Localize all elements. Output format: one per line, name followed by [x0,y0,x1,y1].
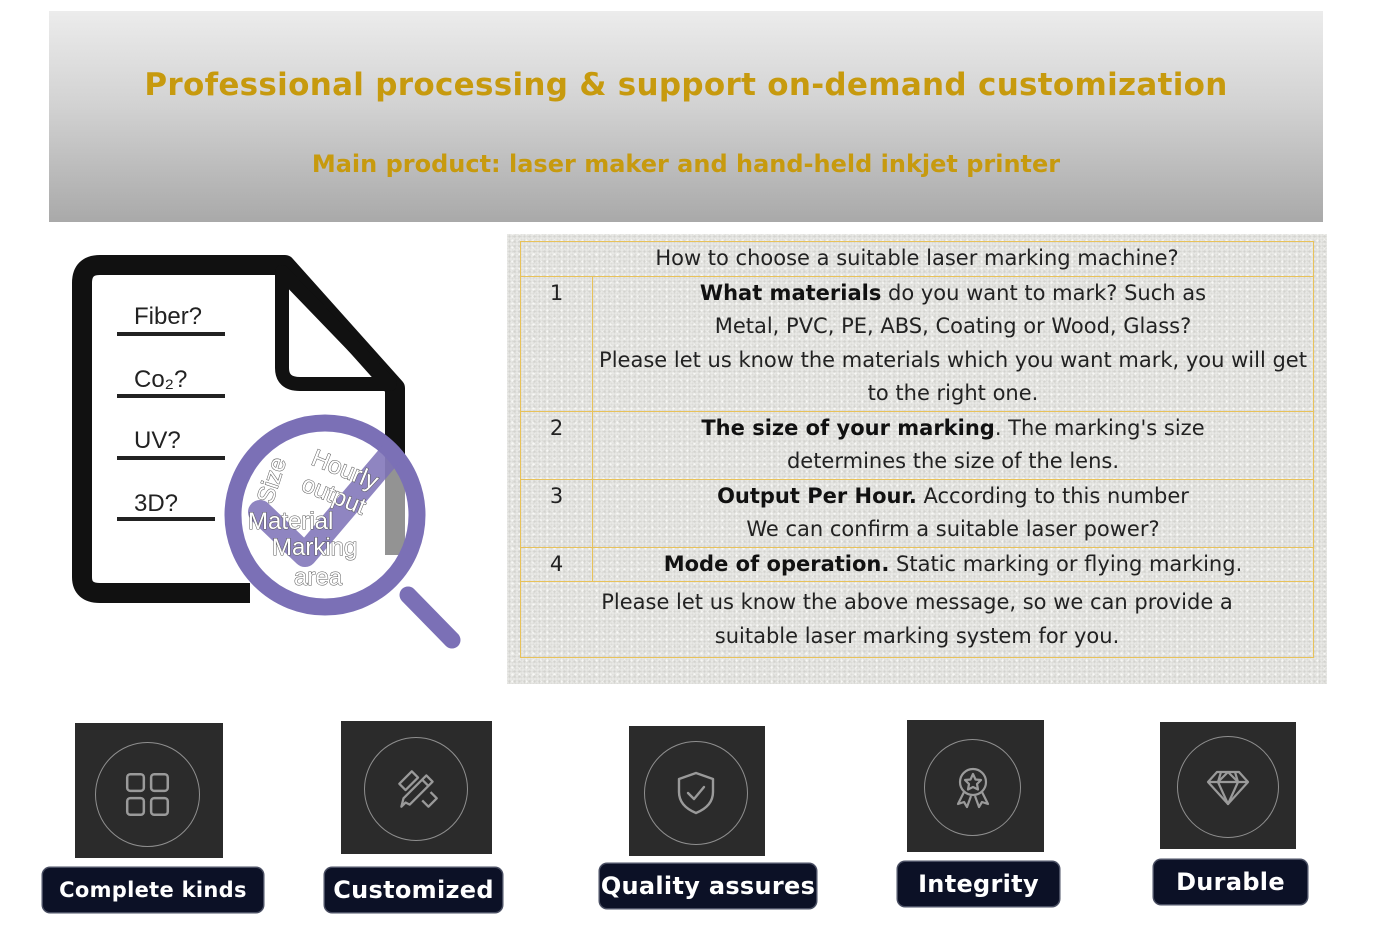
feature-tile-integrity [907,720,1044,852]
row-key: Mode of operation. [663,551,890,576]
table-row: How to choose a suitable laser marking m… [520,241,1314,277]
selection-guide-table: How to choose a suitable laser marking m… [520,241,1314,658]
row-text: Mode of operation. Static marking or fly… [592,546,1314,582]
feature-label-durable: Durable [1154,860,1307,904]
feature-tile-durable [1160,722,1296,849]
feature-tile-customized [341,721,492,854]
pencil-ruler-icon [398,770,438,808]
lens-word-area: area [294,564,343,591]
row-text: What materials do you want to mark? Such… [592,275,1314,412]
grid-icon [125,772,170,817]
selection-guide-panel: How to choose a suitable laser marking m… [507,234,1327,684]
diamond-icon [1206,770,1250,806]
checklist-item-fiber: Fiber? [134,303,202,330]
checklist-item-co2: Co₂? [134,366,187,393]
feature-tile-quality-assures [629,726,765,856]
table-row: 4 Mode of operation. Static marking or f… [520,546,1314,582]
checklist-item-3d: 3D? [134,490,178,517]
feature-label-quality-assures: Quality assures [600,864,816,908]
magnifier-icon [224,414,461,649]
row-key: Output Per Hour. [717,483,917,508]
table-row: 3 Output Per Hour. According to this num… [520,478,1314,548]
row-number: 2 [520,410,593,480]
table-row: 1 What materials do you want to mark? Su… [520,275,1314,412]
row-text: The size of your marking. The marking's … [592,410,1314,480]
table-footer: Please let us know the above message, so… [520,581,1314,658]
banner-title: Professional processing & support on-dem… [144,67,1228,103]
lens-word-material: Material [248,508,333,535]
row-number: 1 [520,275,593,412]
checkmark-icon [248,443,402,567]
document-checklist-illustration: Fiber? Co₂? UV? 3D? Hourly output Size M… [72,255,461,649]
feature-label-integrity: Integrity [898,862,1059,906]
header-banner: Professional processing & support on-dem… [49,11,1323,222]
row-number: 4 [520,546,593,582]
checklist-item-uv: UV? [134,427,181,454]
feature-label-customized: Customized [325,868,502,912]
row-number: 3 [520,478,593,548]
table-row: 2 The size of your marking. The marking'… [520,410,1314,480]
award-badge-icon [956,767,990,809]
row-key: What materials [699,280,882,305]
row-text: Output Per Hour. According to this numbe… [592,478,1314,548]
feature-tile-complete-kinds [75,723,223,858]
folded-corner-icon [275,265,397,391]
banner-subtitle: Main product: laser maker and hand-held … [311,150,1061,178]
table-header: How to choose a suitable laser marking m… [520,241,1314,277]
shield-check-icon [677,771,715,815]
feature-label-complete-kinds: Complete kinds [43,868,263,912]
table-row: Please let us know the above message, so… [520,581,1314,658]
lens-word-marking: Marking [272,534,357,561]
row-key: The size of your marking [701,415,995,440]
